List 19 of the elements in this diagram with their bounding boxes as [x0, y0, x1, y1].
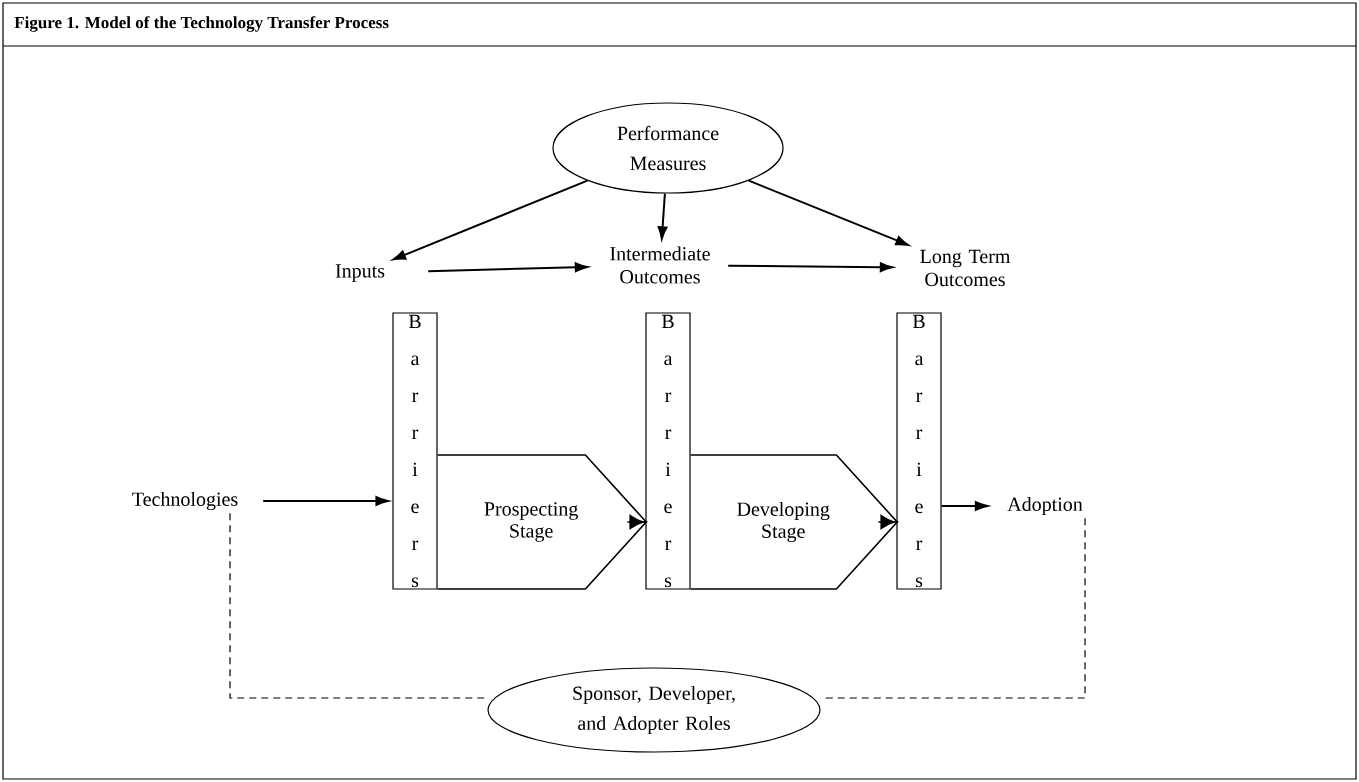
arrow — [427, 262, 589, 273]
stage-arrow — [689, 454, 899, 590]
barrier-box: Barriers — [896, 312, 942, 590]
arrow — [727, 262, 894, 273]
stage-label: Prospecting Stage — [484, 502, 578, 542]
barrier-box: Barriers — [645, 312, 691, 590]
arrow — [940, 501, 989, 511]
dashed-connector — [820, 517, 1086, 699]
arrow — [262, 496, 389, 506]
text-label: Inputs — [335, 264, 385, 282]
text-label: Adoption — [1007, 496, 1083, 516]
text-label: Intermediate Outcomes — [610, 246, 710, 284]
text-label: Long Term Outcomes — [920, 249, 1011, 287]
stage-label: Developing Stage — [737, 501, 830, 543]
figure-title: Figure 1. Model of the Technology Transfer Process — [14, 16, 389, 32]
text-label: Technologies — [132, 491, 238, 511]
arrow — [392, 179, 589, 261]
barrier-box: Barriers — [392, 312, 438, 590]
stage-arrow — [436, 454, 648, 590]
